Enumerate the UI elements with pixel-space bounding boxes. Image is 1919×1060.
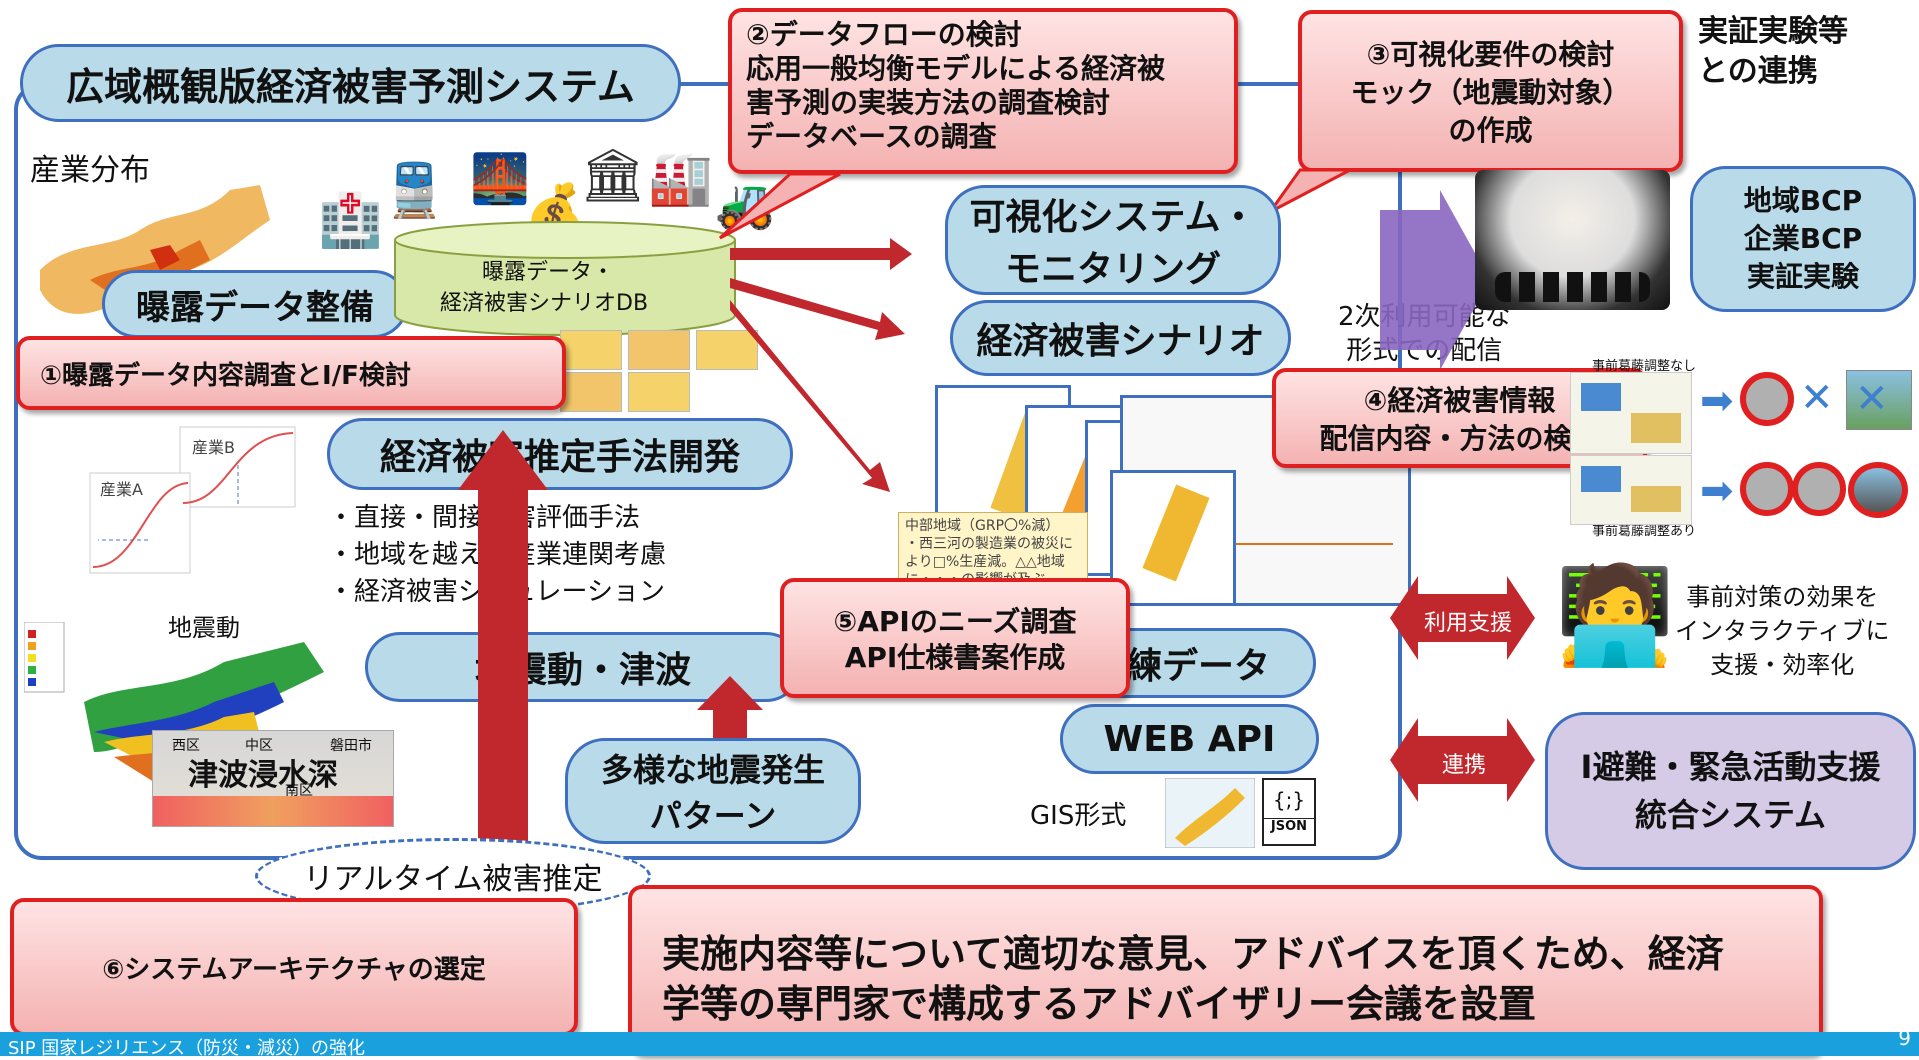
- system-title: 広域概観版経済被害予測システム: [20, 44, 681, 122]
- road-blocked-icon-1: ✕: [1846, 370, 1912, 430]
- evacuation-support-system: Ⅰ避難・緊急活動支援 統合システム: [1545, 712, 1916, 870]
- road-prohibited-icon: [1848, 462, 1908, 518]
- json-file-icon: {;} JSON: [1262, 778, 1316, 846]
- method-development: 経済被害推定手法開発: [327, 418, 793, 490]
- pre-adjust-none-diagram: [1570, 372, 1692, 454]
- gis-map-icon: [1165, 778, 1255, 848]
- gis-format-label: GIS形式: [1030, 801, 1127, 831]
- pre-adjust-none-label: 事前葛藤調整なし: [1592, 359, 1697, 374]
- web-api: WEB API: [1060, 704, 1319, 774]
- train-icon: 🚆: [382, 161, 447, 221]
- bcp-experiments: 地域BCP 企業BCP 実証実験: [1690, 166, 1916, 312]
- tsunami-map: [152, 730, 394, 827]
- bridge-icon: 🌉: [470, 151, 530, 207]
- various-patterns: 多様な地震発生 パターン: [565, 738, 861, 844]
- visualization-system: 可視化システム・ モニタリング: [945, 185, 1281, 295]
- pre-adjust-yes-diagram: [1570, 455, 1692, 525]
- map-district-4: 南区: [285, 783, 313, 799]
- chubu-note: 中部地域（GRP〇%減） ・西三河の製造業の被災により□%生産減。△△地域に・・…: [898, 512, 1088, 584]
- field-experiments-label: 実証実験等 との連携: [1698, 14, 1848, 89]
- collaboration-arrow: [1390, 718, 1535, 802]
- industry-b-label: 産業B: [192, 438, 235, 457]
- purple-arrow: [1380, 190, 1490, 370]
- factory-prohibited-icon-3: [1792, 462, 1846, 516]
- ground-motion-label: 地震動: [168, 614, 240, 642]
- map-district-2: 中区: [245, 738, 273, 754]
- person-at-computer-icon: 🧑‍💻: [1555, 559, 1675, 671]
- task-5-api: ⑤APIのニーズ調査 API仕様書案作成: [780, 578, 1130, 698]
- map-district-1: 西区: [172, 738, 200, 754]
- use-support-arrow: [1390, 576, 1535, 660]
- callout-pointers: [718, 168, 1351, 240]
- tsunami-depth-label: 津波浸水深: [188, 758, 338, 793]
- use-support-label: 利用支援: [1424, 611, 1513, 636]
- big-up-arrow: [458, 430, 548, 850]
- damage-scenario: 経済被害シナリオ: [950, 300, 1291, 376]
- footer-text: SIP 国家レジリエンス（防災・減災）の強化: [8, 1038, 365, 1059]
- task-2-data-flow: ②データフローの検討 応用一般均衡モデルによる経済被 害予測の実装方法の調査検討…: [728, 8, 1238, 174]
- factory-prohibited-icon-1: [1740, 372, 1794, 426]
- government-building-icon: 🏛: [580, 146, 647, 206]
- advisory-meeting-box: 実施内容等について適切な意見、アドバイスを頂くため、経済 学等の専門家で構成する…: [628, 885, 1823, 1055]
- blue-x-icon: ✕: [1800, 375, 1834, 421]
- meeting-photo: [1475, 170, 1670, 310]
- task-3-visualization: ③可視化要件の検討 モック（地震動対象） の作成: [1298, 10, 1683, 172]
- industry-distribution-label: 産業分布: [30, 153, 150, 188]
- industry-a-label: 産業A: [100, 480, 143, 499]
- database-cylinder: [394, 221, 736, 336]
- pre-adjust-yes-label: 事前葛藤調整あり: [1592, 524, 1697, 539]
- factory-prohibited-icon-2: [1740, 462, 1794, 516]
- page-number: 9: [1898, 1026, 1911, 1050]
- task-6-architecture: ⑥システムアーキテクチャの選定: [10, 898, 578, 1036]
- hospital-icon: 🏥: [318, 191, 383, 251]
- footer-bar: [0, 1032, 1919, 1056]
- industry-sigmoid-graphs: [89, 426, 296, 574]
- map-thumbnails: [560, 330, 760, 412]
- collaboration-label: 連携: [1442, 753, 1487, 778]
- small-up-arrow: [697, 676, 763, 746]
- map-district-3: 磐田市: [330, 738, 372, 754]
- exposure-data-maintenance: 曝露データ整備: [102, 270, 408, 338]
- blue-arrow-right-1: ➡: [1700, 378, 1734, 424]
- effect-text: 事前対策の効果を インタラクティブに 支援・効率化: [1675, 583, 1890, 679]
- blue-arrow-right-2: ➡: [1700, 468, 1734, 514]
- db-output-arrows: [730, 238, 912, 492]
- task-1-exposure-survey: ①曝露データ内容調査とI/F検討: [16, 336, 566, 410]
- db-label-line2: 経済被害シナリオDB: [440, 291, 649, 316]
- db-label-line1: 曝露データ・: [482, 260, 615, 285]
- map-screenshot-4: [1110, 470, 1236, 606]
- factory-icon: 🏭: [648, 149, 713, 209]
